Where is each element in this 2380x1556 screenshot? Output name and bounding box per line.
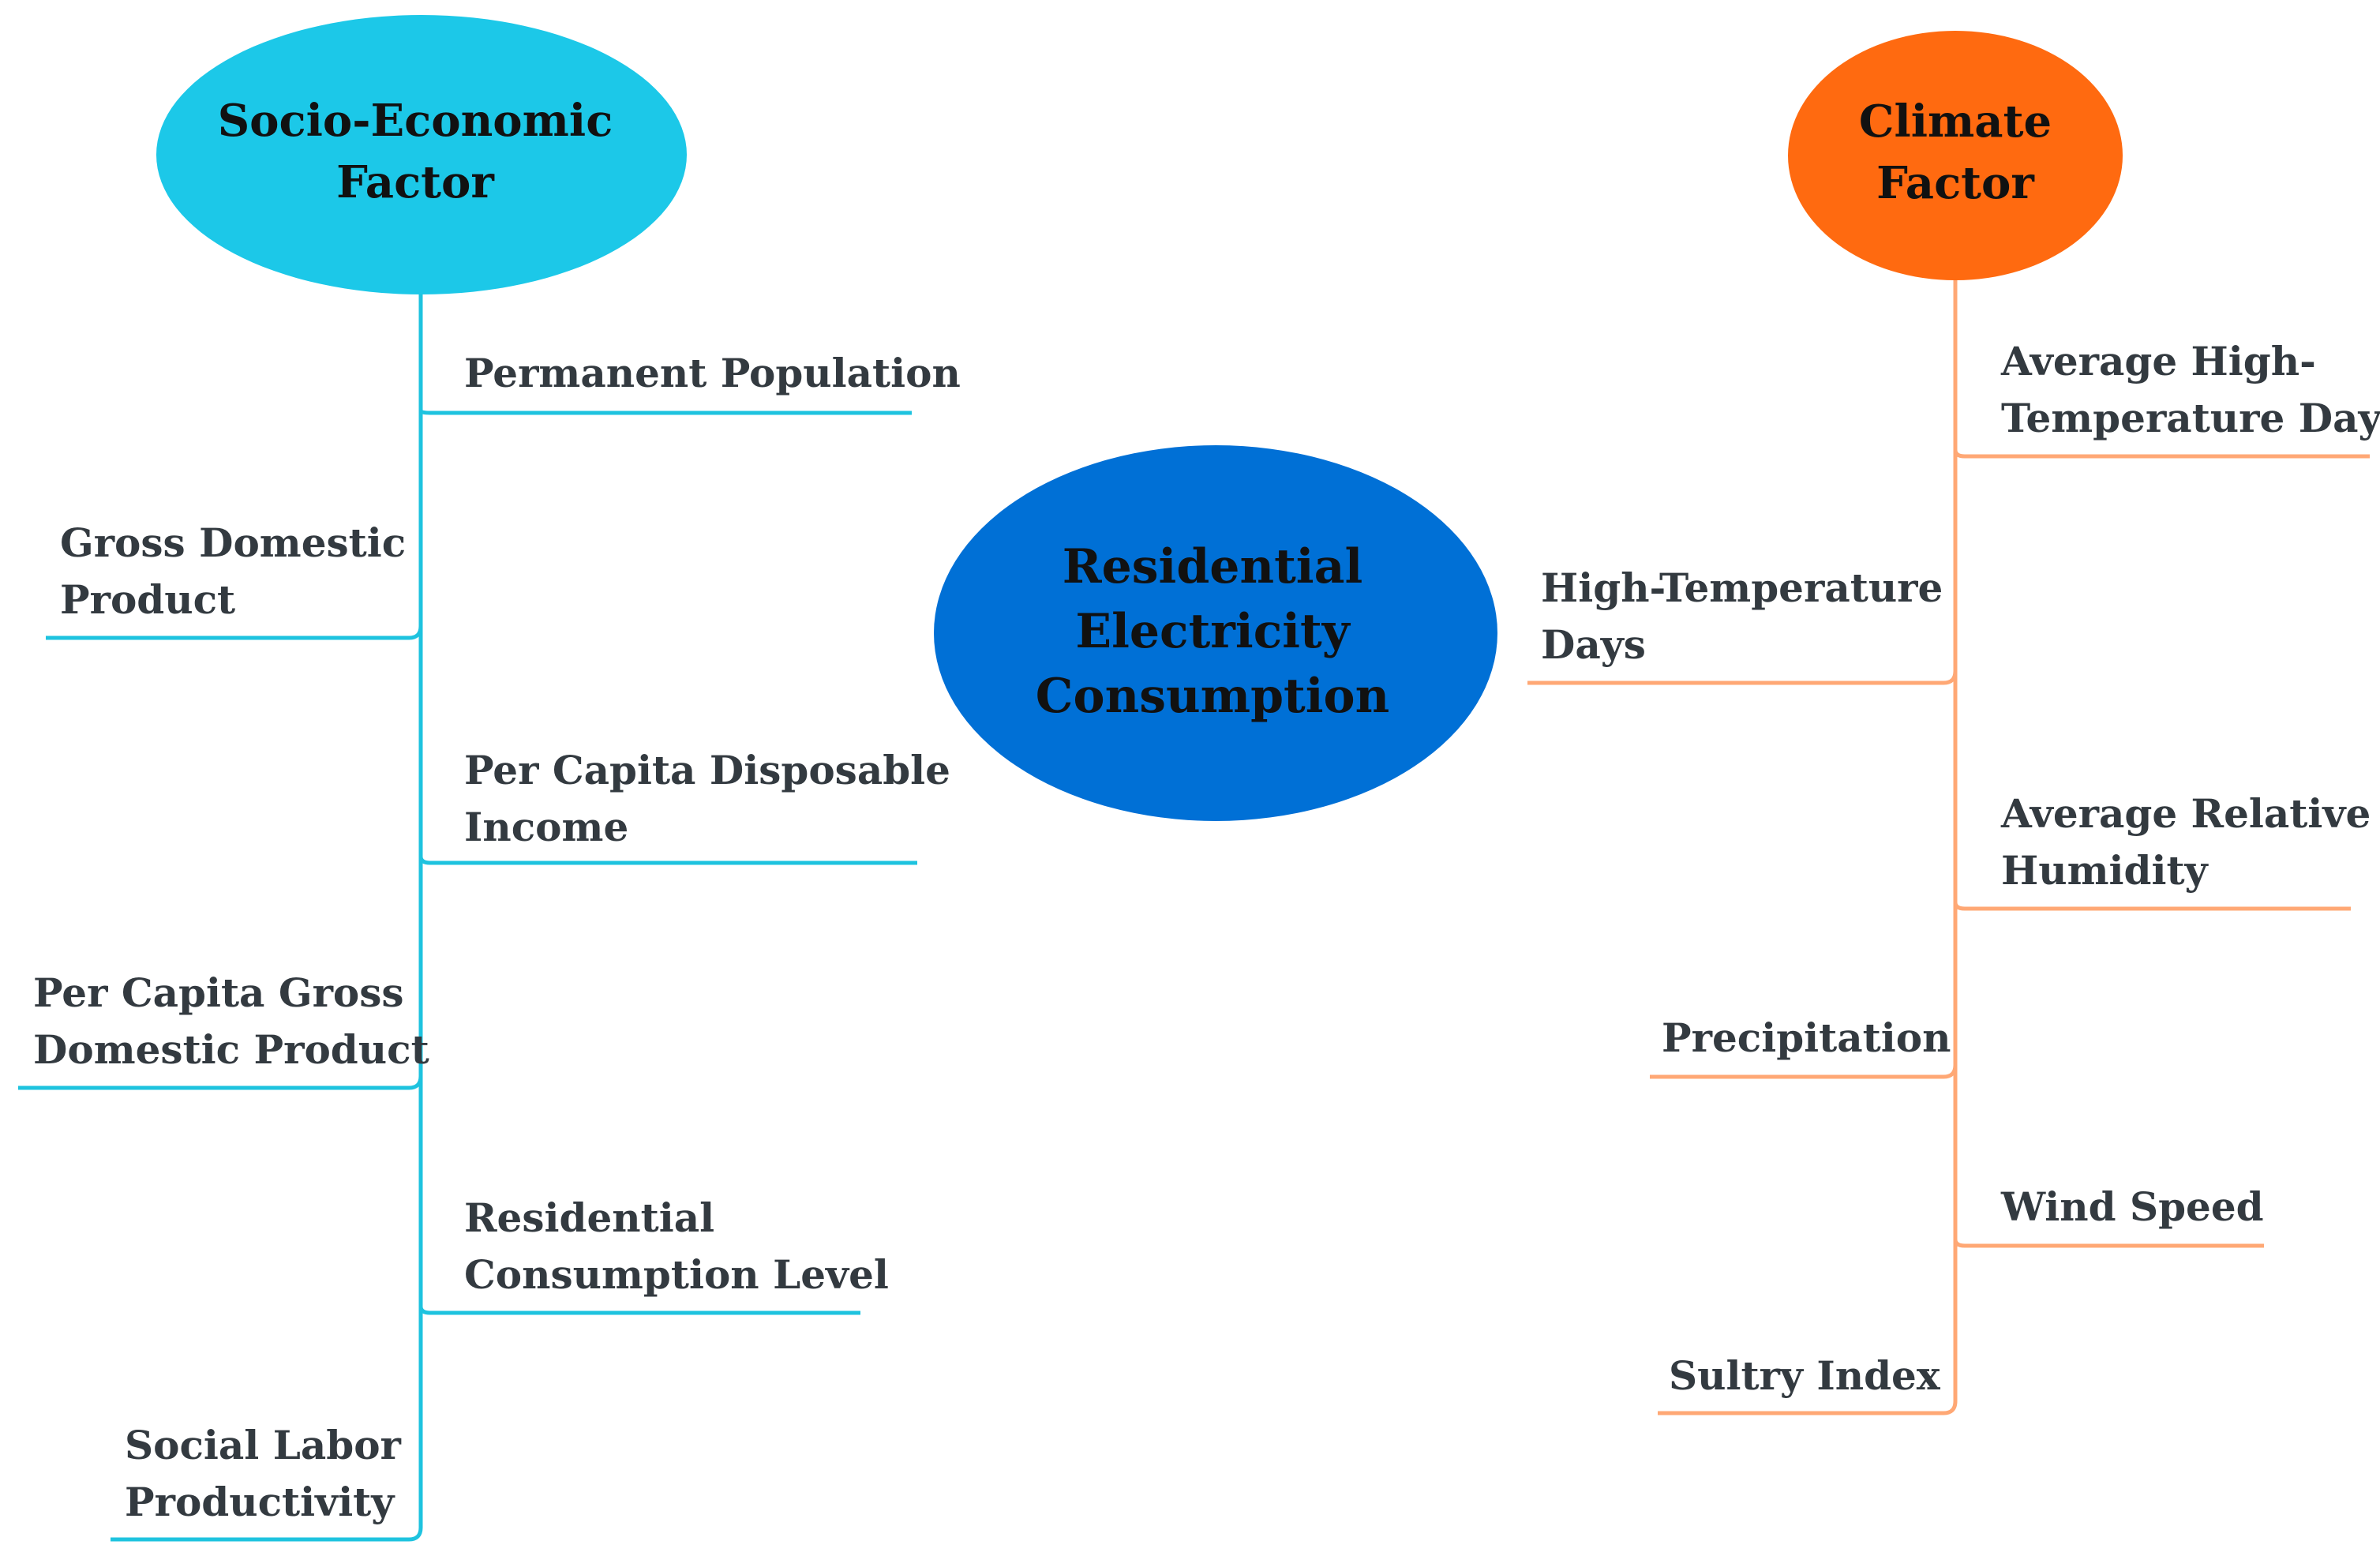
node-label-line: Factor bbox=[1876, 157, 2035, 209]
node-label-line: Climate bbox=[1859, 96, 2052, 148]
socio-economic-factor-node bbox=[156, 15, 687, 294]
climate-connector-average-high-temperature-days bbox=[1953, 449, 2370, 459]
leaf-label-line: Productivity bbox=[125, 1479, 395, 1525]
climate-item-average-high-temperature-days: Average High- Temperature Days bbox=[2000, 338, 2380, 441]
climate-item-precipitation: Precipitation bbox=[1662, 1014, 1951, 1061]
node-label-line: Residential bbox=[1063, 539, 1363, 594]
socio-branch-lines bbox=[18, 294, 917, 1542]
leaf-label-line: Domestic Product bbox=[33, 1026, 429, 1073]
leaf-label-line: Temperature Days bbox=[2001, 395, 2380, 441]
leaf-label-line: Permanent Population bbox=[464, 350, 961, 396]
climate-branch-lines bbox=[1527, 280, 2370, 1415]
socio-connector-residential-consumption-level bbox=[418, 1306, 860, 1315]
node-label-line: Factor bbox=[336, 156, 495, 208]
socio-connector-gross-domestic-product bbox=[46, 625, 423, 640]
leaf-label-line: Average High- bbox=[2000, 338, 2316, 384]
leaf-label-line: Gross Domestic bbox=[60, 519, 406, 566]
leaf-label-line: Precipitation bbox=[1662, 1014, 1951, 1061]
node-label-line: Electricity bbox=[1075, 604, 1351, 659]
leaf-label-line: Residential bbox=[464, 1194, 714, 1241]
climate-connector-precipitation bbox=[1650, 1064, 1958, 1079]
climate-trunk-line bbox=[1943, 280, 1958, 1415]
climate-items: Average High- Temperature DaysHigh-Temper… bbox=[1541, 338, 2380, 1399]
leaf-label-line: Social Labor bbox=[125, 1422, 402, 1468]
leaf-label-line: Wind Speed bbox=[2000, 1183, 2264, 1230]
node-label-line: Consumption bbox=[1036, 669, 1389, 724]
socio-connector-per-capita-gdp bbox=[18, 1075, 423, 1090]
residential-electricity-consumption-node bbox=[934, 445, 1497, 821]
climate-item-sultry-index: Sultry Index bbox=[1669, 1352, 1941, 1399]
climate-factor-node bbox=[1788, 31, 2123, 280]
leaf-label-line: Income bbox=[464, 804, 628, 850]
climate-connector-wind-speed bbox=[1953, 1239, 2264, 1248]
climate-connector-high-temperature-days bbox=[1527, 670, 1958, 685]
leaf-label-line: Average Relative bbox=[2000, 790, 2371, 837]
leaf-label-line: High-Temperature bbox=[1541, 564, 1943, 611]
leaf-label-line: Humidity bbox=[2001, 847, 2209, 894]
leaf-label-line: Days bbox=[1541, 621, 1646, 668]
node-label-line: Socio-Economic bbox=[218, 95, 613, 147]
socio-connector-per-capita-disposable-income bbox=[418, 856, 917, 865]
leaf-label-line: Per Capita Gross bbox=[33, 969, 404, 1016]
socio-item-permanent-population: Permanent Population bbox=[464, 350, 961, 396]
climate-item-wind-speed: Wind Speed bbox=[2000, 1183, 2264, 1230]
socio-connector-permanent-population bbox=[418, 410, 912, 415]
leaf-label-line: Sultry Index bbox=[1669, 1352, 1941, 1399]
leaf-label-line: Per Capita Disposable bbox=[464, 747, 950, 793]
leaf-label-line: Consumption Level bbox=[464, 1251, 889, 1298]
leaf-label-line: Product bbox=[60, 576, 235, 623]
climate-connector-average-relative-humidity bbox=[1953, 902, 2351, 911]
socio-trunk-line bbox=[408, 294, 423, 1542]
